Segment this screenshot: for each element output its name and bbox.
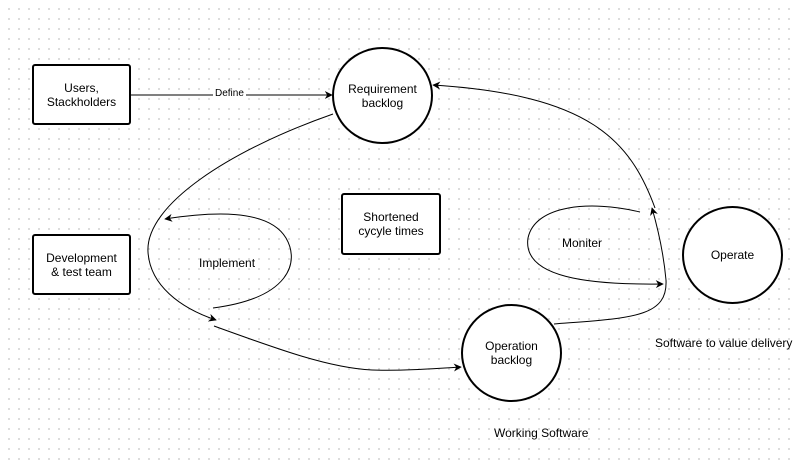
cycle-times-label: Shortened cycyle times (358, 210, 424, 238)
operation-backlog-node[interactable]: Operation backlog (461, 304, 562, 402)
implement-loop-curve (164, 213, 292, 309)
implement-label: Implement (199, 256, 256, 270)
requirement-backlog-node[interactable]: Requirement backlog (332, 47, 433, 144)
operation-to-operate-curve (553, 207, 667, 325)
operate-node[interactable]: Operate (682, 206, 783, 304)
users-stakeholders-label: Users, Stackholders (46, 80, 117, 109)
cycle-times-box[interactable]: Shortened cycyle times (341, 193, 441, 255)
working-software-label: Working Software (494, 426, 589, 440)
value-delivery-label: Software to value delivery (655, 336, 793, 350)
define-edge-label: Define (213, 88, 246, 100)
requirement-backlog-label: Requirement backlog (348, 81, 417, 110)
users-stakeholders-box[interactable]: Users, Stackholders (32, 64, 131, 125)
requirement-to-implement-curve (147, 113, 334, 322)
moniter-label: Moniter (562, 236, 603, 250)
moniter-loop-curve (527, 205, 664, 289)
operate-label: Operate (710, 248, 755, 262)
development-team-label: Development & test team (46, 250, 117, 279)
development-team-box[interactable]: Development & test team (32, 234, 131, 295)
operation-backlog-label: Operation backlog (485, 339, 538, 367)
implement-to-operation-curve (213, 325, 462, 372)
feedback-to-requirement-curve (432, 81, 656, 209)
